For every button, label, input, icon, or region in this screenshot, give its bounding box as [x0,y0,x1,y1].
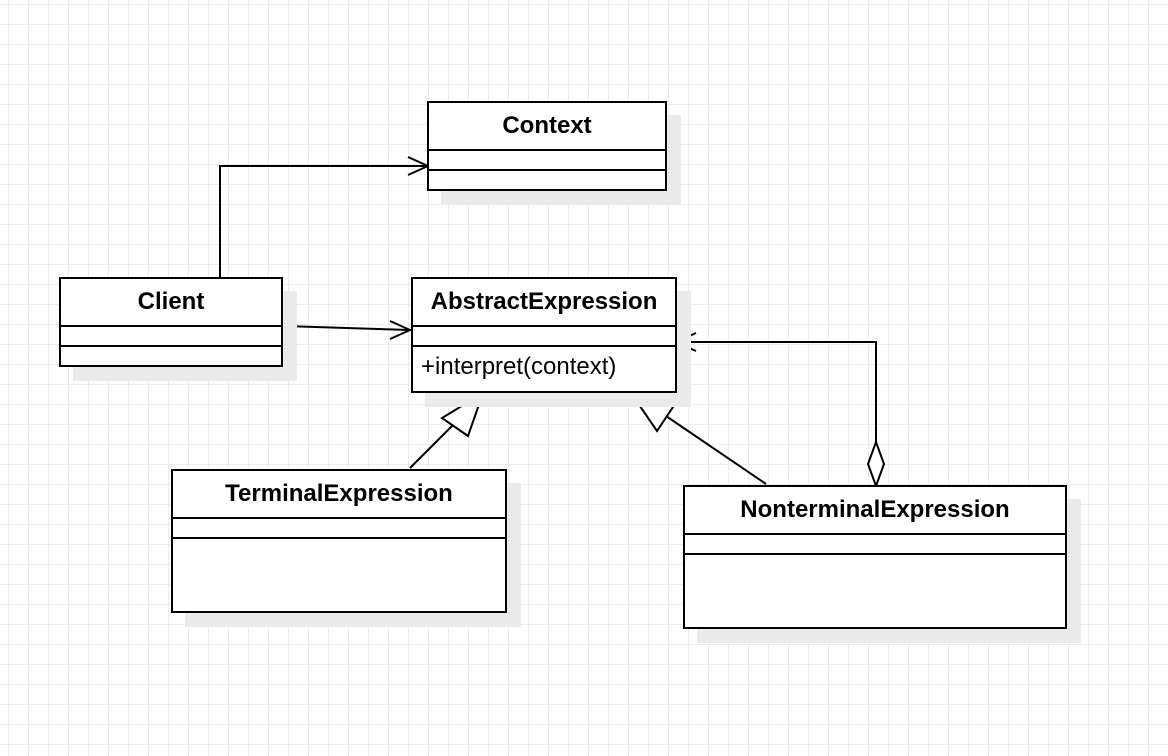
association-client-context [219,156,431,278]
class-abstract-expression[interactable]: AbstractExpression +interpret(context) [411,277,677,393]
class-name: NonterminalExpression [685,487,1065,535]
operations-compartment [173,539,505,543]
attributes-compartment [429,151,665,171]
class-terminal-expression[interactable]: TerminalExpression [171,469,507,613]
class-name: Client [61,279,281,327]
attributes-compartment [61,327,281,347]
class-client[interactable]: Client [59,277,283,367]
association-client-abstractexpression [283,320,413,340]
class-name: TerminalExpression [173,471,505,519]
operation-interpret: +interpret(context) [421,353,617,380]
class-name: Context [429,103,665,151]
operations-compartment: +interpret(context) [413,347,675,383]
operations-compartment [685,555,1065,559]
class-nonterminal-expression[interactable]: NonterminalExpression [683,485,1067,629]
attributes-compartment [413,327,675,347]
attributes-compartment [685,535,1065,555]
class-name: AbstractExpression [413,279,675,327]
operations-compartment [429,171,665,175]
generalization-terminal-abstract [409,390,485,469]
attributes-compartment [173,519,505,539]
generalization-nonterminal-abstract [628,391,767,485]
class-context[interactable]: Context [427,101,667,191]
aggregation-nonterminal-abstract [673,332,886,489]
operations-compartment [61,347,281,351]
